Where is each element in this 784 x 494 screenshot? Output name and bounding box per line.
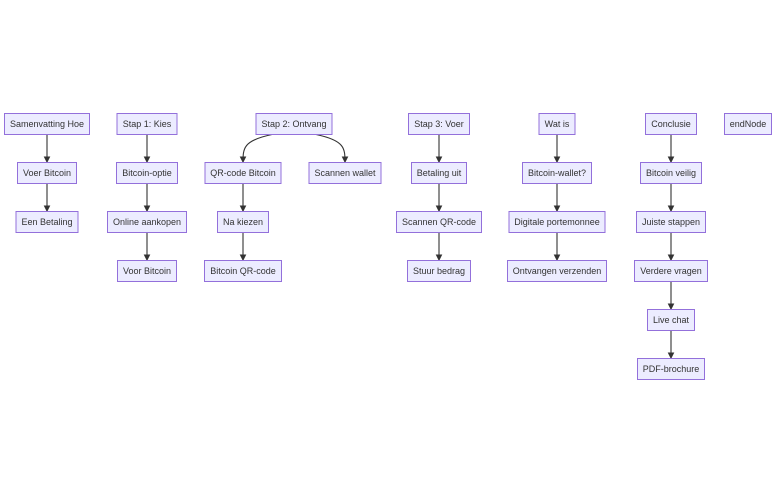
flow-node-box xyxy=(522,162,592,184)
flow-node-box xyxy=(4,113,90,135)
flow-node-box xyxy=(407,260,471,282)
flow-node-label: Scannen wallet xyxy=(314,168,376,178)
flow-node: Bitcoin-optie xyxy=(116,162,178,184)
flow-node-label: Samenvatting Hoe xyxy=(10,119,84,129)
flow-node: Ontvangen verzenden xyxy=(507,260,607,282)
flow-node-label: Voor Bitcoin xyxy=(123,266,171,276)
flow-node: Een Betaling xyxy=(15,211,79,233)
flow-node: Live chat xyxy=(647,309,695,331)
flow-node-box xyxy=(204,162,282,184)
flow-node-label: Betaling uit xyxy=(417,168,462,178)
flow-node-box xyxy=(117,260,177,282)
flow-node-label: Een Betaling xyxy=(21,217,72,227)
flow-node-box xyxy=(507,260,607,282)
flow-node: Online aankopen xyxy=(107,211,187,233)
flow-node: Voor Bitcoin xyxy=(117,260,177,282)
flow-node-label: Conclusie xyxy=(651,119,691,129)
flow-node: Voer Bitcoin xyxy=(17,162,77,184)
flow-node: Scannen QR-code xyxy=(396,211,482,233)
flow-node-box xyxy=(15,211,79,233)
flow-node-box xyxy=(538,113,576,135)
flow-node-box xyxy=(636,211,706,233)
flow-node: Digitale portemonnee xyxy=(508,211,606,233)
flow-node-box xyxy=(396,211,482,233)
flow-node-box xyxy=(308,162,382,184)
flow-node-label: Bitcoin veilig xyxy=(646,168,696,178)
flow-node-box xyxy=(634,260,708,282)
flow-node-box xyxy=(408,113,470,135)
flow-node-box xyxy=(204,260,282,282)
flow-node-box xyxy=(637,358,705,380)
flow-node: PDF-brochure xyxy=(637,358,705,380)
flow-node: QR-code Bitcoin xyxy=(204,162,282,184)
flow-node-box xyxy=(116,162,178,184)
flow-node-box xyxy=(640,162,702,184)
flow-node: Conclusie xyxy=(645,113,697,135)
flow-node-box xyxy=(645,113,697,135)
flow-node: Samenvatting Hoe xyxy=(4,113,90,135)
flow-node: Bitcoin veilig xyxy=(640,162,702,184)
flow-node: Stap 1: Kies xyxy=(116,113,178,135)
flow-node-box xyxy=(255,113,333,135)
flow-edge-arrow xyxy=(315,133,349,164)
flow-node-label: endNode xyxy=(730,119,767,129)
flow-node-label: Live chat xyxy=(653,315,690,325)
flow-node-label: Online aankopen xyxy=(113,217,181,227)
flow-node: Scannen wallet xyxy=(308,162,382,184)
flow-node: Stap 2: Ontvang xyxy=(255,113,333,135)
flow-node: Stap 3: Voer xyxy=(408,113,470,135)
flow-node-label: Wat is xyxy=(545,119,570,129)
flow-node-box xyxy=(508,211,606,233)
flow-edge-arrow xyxy=(239,133,273,164)
flow-node-label: QR-code Bitcoin xyxy=(210,168,276,178)
flow-node-label: Stap 2: Ontvang xyxy=(261,119,326,129)
flow-node-label: Bitcoin-optie xyxy=(122,168,172,178)
flow-node-label: Stap 1: Kies xyxy=(123,119,172,129)
flow-node-box xyxy=(724,113,772,135)
flow-node-box xyxy=(411,162,467,184)
flow-node: Na kiezen xyxy=(217,211,269,233)
flow-node-label: Scannen QR-code xyxy=(402,217,476,227)
flow-node-box xyxy=(107,211,187,233)
flow-node: Bitcoin-wallet? xyxy=(522,162,592,184)
flow-node-box xyxy=(17,162,77,184)
flow-node-label: Bitcoin QR-code xyxy=(210,266,276,276)
flow-node-label: Ontvangen verzenden xyxy=(513,266,602,276)
flow-node-label: Na kiezen xyxy=(223,217,263,227)
flow-node-box xyxy=(116,113,178,135)
flow-node-label: PDF-brochure xyxy=(643,364,700,374)
flow-node-label: Stuur bedrag xyxy=(413,266,465,276)
flow-node: endNode xyxy=(724,113,772,135)
flow-node-box xyxy=(217,211,269,233)
flow-node-label: Voer Bitcoin xyxy=(23,168,71,178)
edges-layer xyxy=(43,133,675,360)
flow-node: Stuur bedrag xyxy=(407,260,471,282)
flow-node: Wat is xyxy=(538,113,576,135)
flow-node-label: Juiste stappen xyxy=(642,217,700,227)
flow-node-label: Stap 3: Voer xyxy=(414,119,464,129)
flow-node-box xyxy=(647,309,695,331)
flow-node-label: Digitale portemonnee xyxy=(514,217,600,227)
flow-node: Juiste stappen xyxy=(636,211,706,233)
flow-node: Verdere vragen xyxy=(634,260,708,282)
flow-node-label: Verdere vragen xyxy=(640,266,702,276)
flow-node: Bitcoin QR-code xyxy=(204,260,282,282)
flow-node-label: Bitcoin-wallet? xyxy=(528,168,586,178)
flow-node: Betaling uit xyxy=(411,162,467,184)
